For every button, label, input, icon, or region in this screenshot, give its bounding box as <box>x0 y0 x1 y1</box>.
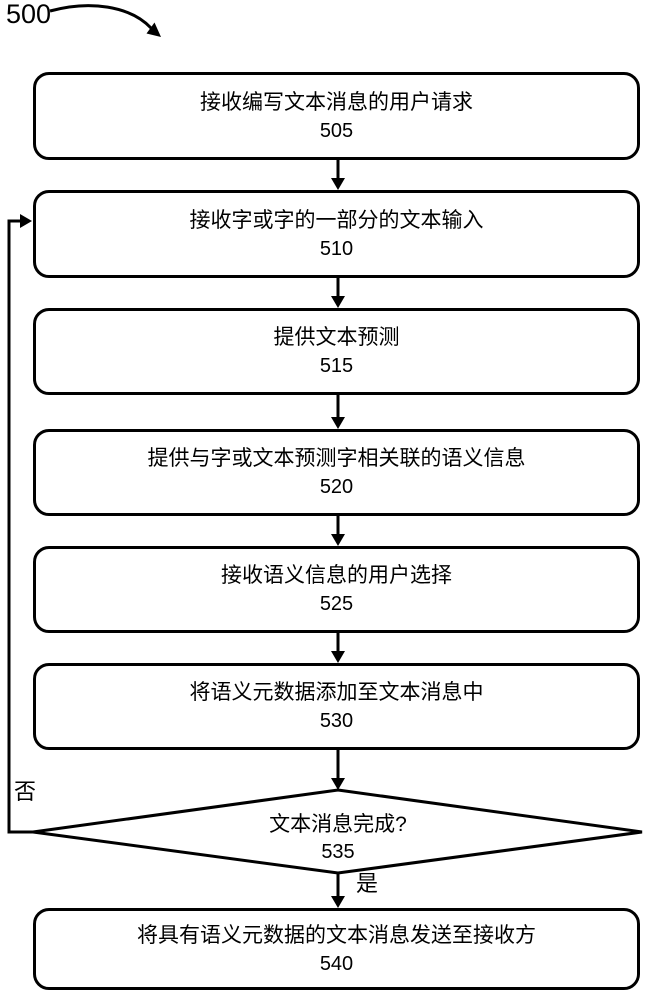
figure-number-label: 500 <box>6 0 52 29</box>
arrowhead-515-520-icon <box>331 417 345 429</box>
decision-535-number: 535 <box>321 841 355 863</box>
branch-label-no: 否 <box>14 779 37 804</box>
arrowhead-530-535-icon <box>331 778 345 790</box>
arrowhead-520-525-icon <box>331 534 345 546</box>
flow-node-510: 接收字或字的一部分的文本输入 510 <box>33 190 640 278</box>
figure-label-arrowhead-icon <box>146 22 161 37</box>
flow-node-530: 将语义元数据添加至文本消息中 530 <box>33 663 640 750</box>
node-515-text: 提供文本预测 <box>273 326 400 349</box>
node-505-text: 接收编写文本消息的用户请求 <box>200 90 473 114</box>
node-520-text: 提供与字或文本预测字相关联的语义信息 <box>147 447 526 470</box>
flow-node-515: 提供文本预测 515 <box>33 308 640 395</box>
node-510-text: 接收字或字的一部分的文本输入 <box>189 208 484 232</box>
node-540-text: 将具有语义元数据的文本消息发送至接收方 <box>137 923 536 947</box>
node-515-number: 515 <box>319 355 354 377</box>
node-520-number: 520 <box>319 476 354 498</box>
node-540-number: 540 <box>319 952 354 975</box>
arrowhead-525-530-icon <box>331 651 345 663</box>
flow-node-520: 提供与字或文本预测字相关联的语义信息 520 <box>33 429 640 516</box>
arrowhead-505-510-icon <box>331 178 345 190</box>
flow-node-525: 接收语义信息的用户选择 525 <box>33 546 640 633</box>
node-530-number: 530 <box>319 710 354 732</box>
loop-535-510-no <box>7 219 33 834</box>
node-525-number: 525 <box>319 593 354 615</box>
flow-node-540: 将具有语义元数据的文本消息发送至接收方 540 <box>33 908 640 990</box>
node-530-text: 将语义元数据添加至文本消息中 <box>189 681 484 704</box>
arrowhead-510-515-icon <box>331 296 345 308</box>
branch-label-yes: 是 <box>356 871 379 896</box>
decision-535-text: 文本消息完成? <box>269 813 407 836</box>
decision-535-label: 文本消息完成? 535 <box>188 813 488 863</box>
loop-arrowhead-icon <box>20 214 32 228</box>
node-510-number: 510 <box>319 237 354 260</box>
arrowhead-535-540-icon <box>331 896 345 908</box>
node-505-number: 505 <box>319 119 354 142</box>
node-525-text: 接收语义信息的用户选择 <box>221 564 452 587</box>
flow-node-505: 接收编写文本消息的用户请求 505 <box>33 72 640 160</box>
figure-label-arrow <box>49 4 153 30</box>
